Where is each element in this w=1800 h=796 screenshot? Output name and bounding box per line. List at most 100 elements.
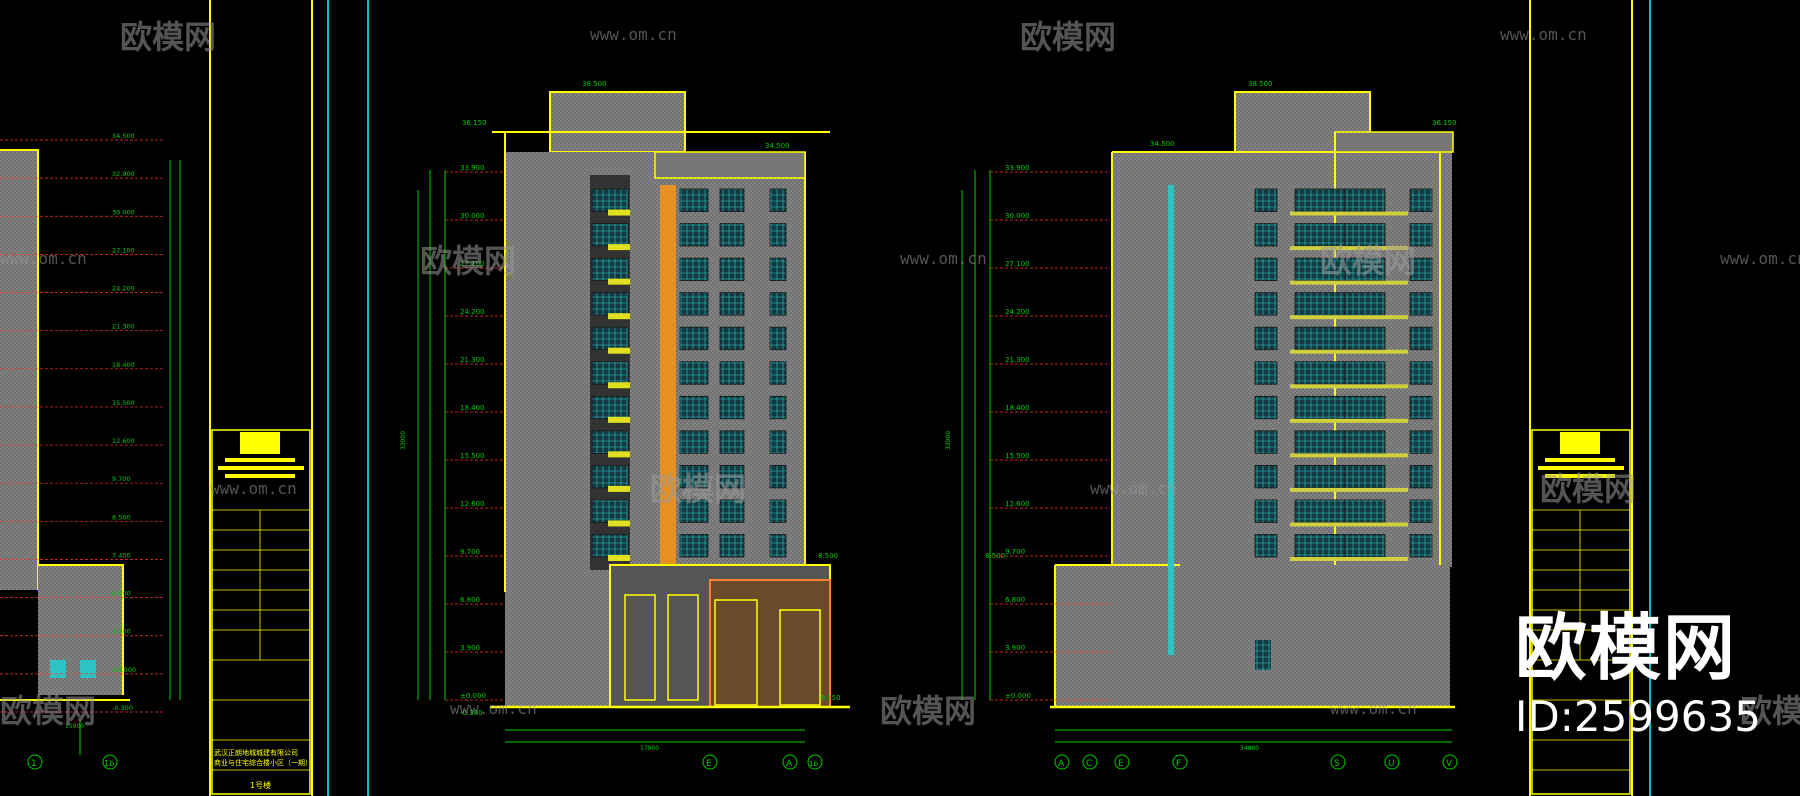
window (1344, 292, 1386, 316)
window (1344, 326, 1386, 351)
window (679, 188, 709, 212)
window (719, 534, 745, 558)
elev-a-level-label: 6.800 (460, 596, 480, 604)
watermark-brand-1: 欧模网 (120, 18, 216, 56)
watermark-site-7: www.om.cn (1090, 479, 1177, 498)
elev-a-roof-3: 34.500 (765, 142, 790, 150)
window (1294, 430, 1346, 454)
window (1409, 464, 1433, 489)
elevation-a-level-marks: 33.90030.00027.10024.20021.30018.40015.5… (445, 164, 505, 701)
elev-b-level-label: 6.800 (1005, 596, 1025, 604)
elev-b-axis-a: A (1058, 759, 1065, 769)
elev-a-axis-e: E (706, 759, 712, 769)
title-block-right (1531, 429, 1631, 795)
elev-b-level-label: ±0.000 (1005, 692, 1031, 700)
elev-a-level-label: ±0.000 (460, 692, 486, 700)
elev-a-height-total: 33900 (400, 431, 407, 450)
window (1409, 430, 1433, 454)
window (1344, 464, 1386, 489)
balcony-rail (608, 416, 630, 423)
watermark-brand-8: 欧模网 (880, 692, 976, 730)
watermark-brand-9: 欧模网 (1740, 692, 1800, 730)
window (1344, 430, 1386, 454)
elev-a-total-dim: 17900 (640, 745, 659, 752)
elev-b-level-label: 15.500 (1005, 452, 1030, 460)
balcony-rail (1290, 557, 1408, 561)
window (1254, 188, 1278, 212)
window (679, 395, 709, 420)
elevation-a-building (417, 91, 850, 770)
watermark-layer: 欧模网 www.om.cn 欧模网 www.om.cn 欧模网 www.om.c… (0, 18, 1800, 730)
window (1254, 326, 1278, 351)
left-level-label: 21.300 (112, 323, 135, 331)
watermark-site-5: www.om.cn (0, 249, 87, 268)
window (679, 430, 709, 454)
elev-b-height-total: 33900 (945, 431, 952, 450)
sheet-frame-lines (209, 0, 1651, 796)
elev-b-axis-f: F (1176, 759, 1181, 769)
balcony-rail (1290, 349, 1408, 354)
window (1254, 499, 1278, 523)
window (719, 257, 745, 282)
window (1294, 188, 1346, 212)
window (1344, 188, 1386, 212)
balcony-rail (1290, 453, 1408, 458)
balcony-rail (608, 278, 630, 285)
elev-b-level-label: 30.000 (1005, 212, 1030, 220)
left-level-label: 7.400 (112, 551, 131, 559)
left-level-label: ±0.000 (112, 666, 136, 674)
watermark-site-3: www.om.cn (900, 249, 987, 268)
elev-b-axis-s: S (1334, 759, 1340, 769)
window (1344, 534, 1386, 558)
window (1254, 464, 1278, 489)
window (1294, 361, 1346, 385)
left-level-label: 32.900 (112, 170, 135, 178)
window (679, 223, 709, 247)
balcony-rail (1290, 522, 1408, 527)
elev-b-axis-u: U (1388, 759, 1395, 769)
elev-a-level-label: 33.900 (460, 164, 485, 172)
window (1409, 257, 1433, 282)
balcony-rail (1290, 487, 1408, 492)
watermark-site-6: www.om.cn (210, 479, 297, 498)
watermark-id: ID:2599635 (1515, 692, 1761, 741)
window (719, 188, 745, 212)
elev-a-level-label: 12.600 (460, 500, 485, 508)
window (1254, 430, 1278, 454)
window (719, 499, 745, 523)
elev-a-level-label: 15.500 (460, 452, 485, 460)
window (719, 292, 745, 316)
title-project: 商业与住宅综合楼小区（一期） (214, 758, 312, 767)
balcony-rail (608, 244, 630, 251)
window (769, 499, 787, 523)
window (679, 257, 709, 282)
elev-a-base-level: -0.150 (818, 694, 841, 702)
window (1254, 292, 1278, 316)
window (591, 430, 629, 454)
window (591, 223, 629, 247)
left-level-marks: 34.50032.90030.00027.10024.20021.30018.4… (0, 132, 165, 713)
title-company: 武汉正朗地城城建有限公司 (214, 748, 298, 757)
left-level-label: 6.800 (112, 590, 131, 598)
elev-a-level-label: 24.200 (460, 308, 485, 316)
elev-a-level-label: 9.700 (460, 548, 480, 556)
watermark-site-1: www.om.cn (590, 25, 677, 44)
window (769, 257, 787, 282)
balcony-rail (608, 485, 630, 492)
window (591, 257, 629, 282)
window (679, 326, 709, 351)
window (1294, 534, 1346, 558)
elev-a-level-label: 18.400 (460, 404, 485, 412)
watermark-brand-3: 欧模网 (420, 242, 516, 280)
elev-b-level-label: 21.300 (1005, 356, 1030, 364)
elev-a-axis-1b: 1b (809, 760, 818, 768)
window (1409, 292, 1433, 316)
window (1409, 326, 1433, 351)
window (769, 326, 787, 351)
window (1409, 499, 1433, 523)
window (591, 361, 629, 385)
balcony-rail (1290, 280, 1408, 285)
window (1344, 499, 1386, 523)
window (1254, 534, 1278, 558)
